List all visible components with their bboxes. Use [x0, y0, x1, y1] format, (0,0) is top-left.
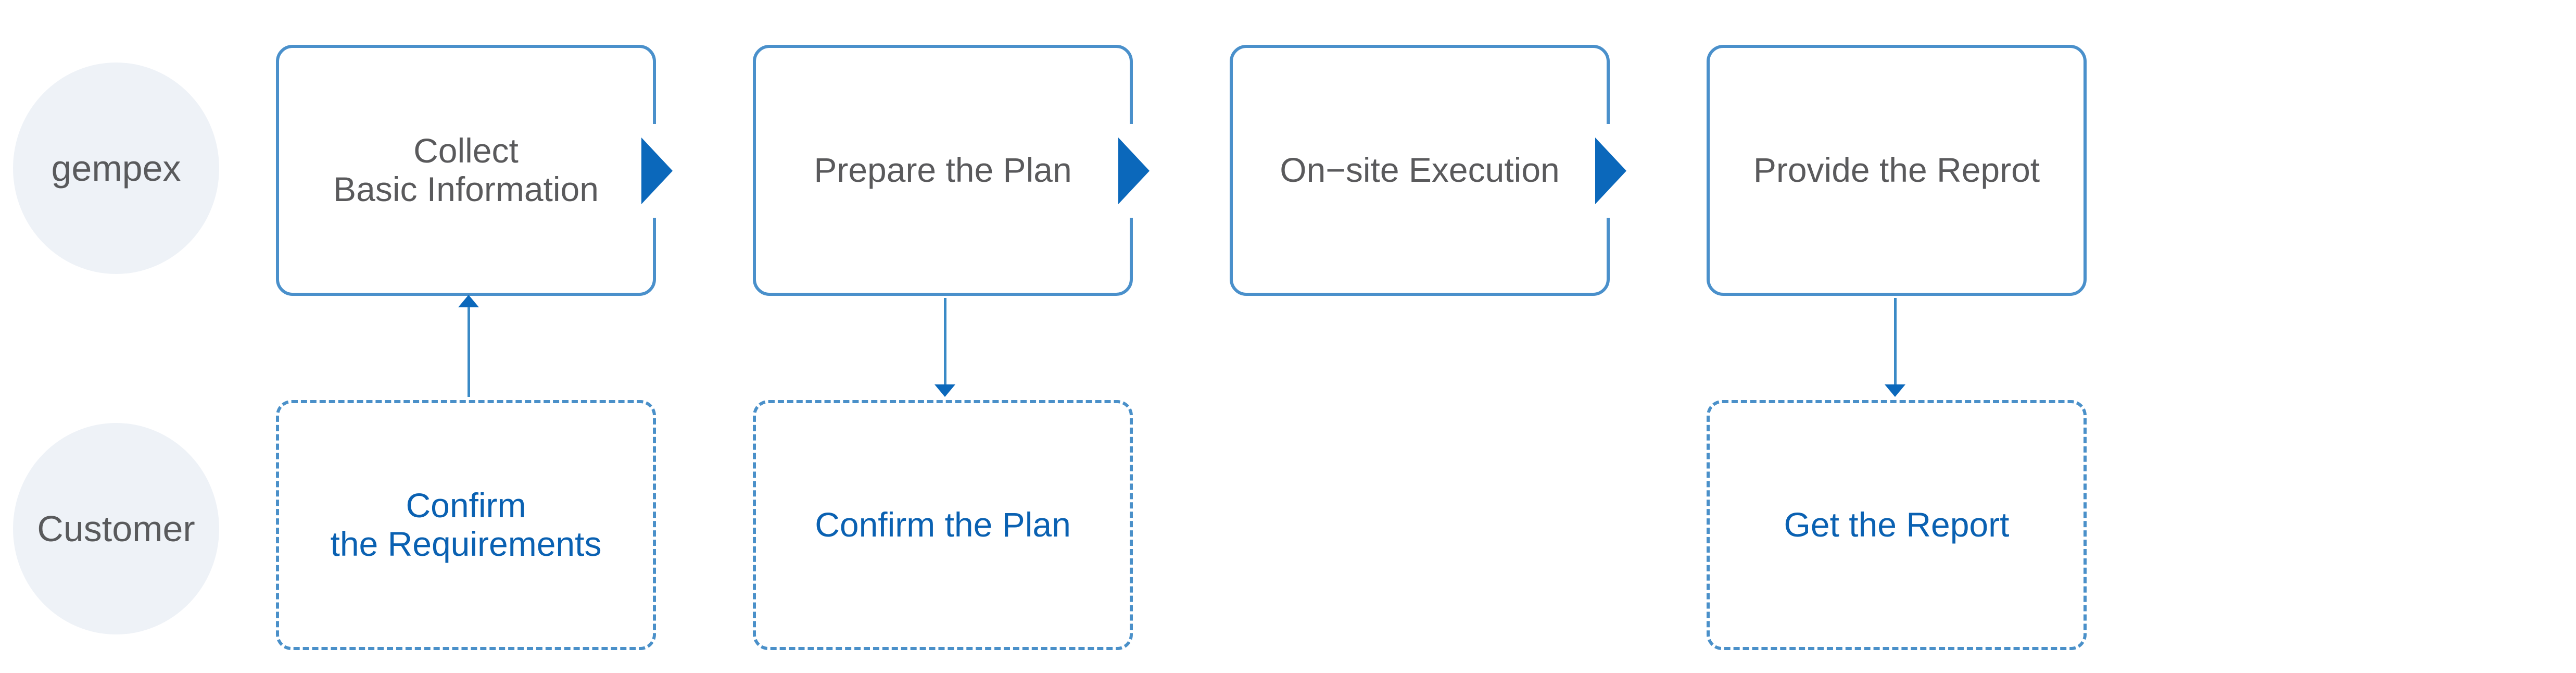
step-label: Provide the Reprot [1753, 151, 2040, 190]
task-label-line1: Get the Report [1784, 505, 2010, 544]
task-box-confirm-the-plan: Confirm the Plan [753, 400, 1133, 650]
task-label-line2: the Requirements [330, 525, 602, 563]
task-label: Confirm the Plan [815, 505, 1071, 544]
lane-customer-label: Customer [37, 508, 195, 549]
task-label: Get the Report [1784, 505, 2010, 544]
task-box-confirm-the-requirements: Confirm the Requirements [276, 400, 656, 650]
step-label-line2: Basic Information [333, 170, 599, 208]
step-box-prepare-the-plan: Prepare the Plan [753, 45, 1133, 296]
flow-arrow-right-icon-2 [1118, 138, 1150, 204]
step-box-provide-the-report: Provide the Reprot [1707, 45, 2087, 296]
step-label-line1: Provide the Reprot [1753, 151, 2040, 190]
step-label-line1: Collect [413, 131, 519, 170]
task-label-line1: Confirm [406, 486, 526, 525]
step-box-on-site-execution: On−site Execution [1230, 45, 1610, 296]
arrow-down-icon-confirm-plan [935, 384, 955, 397]
lane-customer: Customer [13, 423, 219, 634]
step-label-line1: Prepare the Plan [814, 151, 1072, 190]
lane-gempex-label: gempex [51, 148, 181, 189]
step-label: Collect Basic Information [333, 131, 599, 209]
task-box-get-the-report: Get the Report [1707, 400, 2087, 650]
task-label: Confirm the Requirements [330, 486, 602, 564]
connector-line-confirm-requirements [468, 307, 470, 397]
task-label-line1: Confirm the Plan [815, 505, 1071, 544]
flow-arrow-right-icon-1 [641, 138, 673, 204]
flow-arrow-right-icon-3 [1595, 138, 1626, 204]
arrow-down-icon-get-report [1885, 384, 1905, 397]
connector-line-confirm-plan [944, 298, 946, 384]
step-label: Prepare the Plan [814, 151, 1071, 190]
lane-gempex: gempex [13, 63, 219, 274]
arrow-up-icon-confirm-requirements [458, 295, 479, 307]
step-label-line1: On−site Execution [1280, 151, 1560, 190]
step-label: On−site Execution [1280, 151, 1559, 190]
step-box-collect-basic-information: Collect Basic Information [276, 45, 656, 296]
connector-line-get-report [1894, 298, 1897, 384]
